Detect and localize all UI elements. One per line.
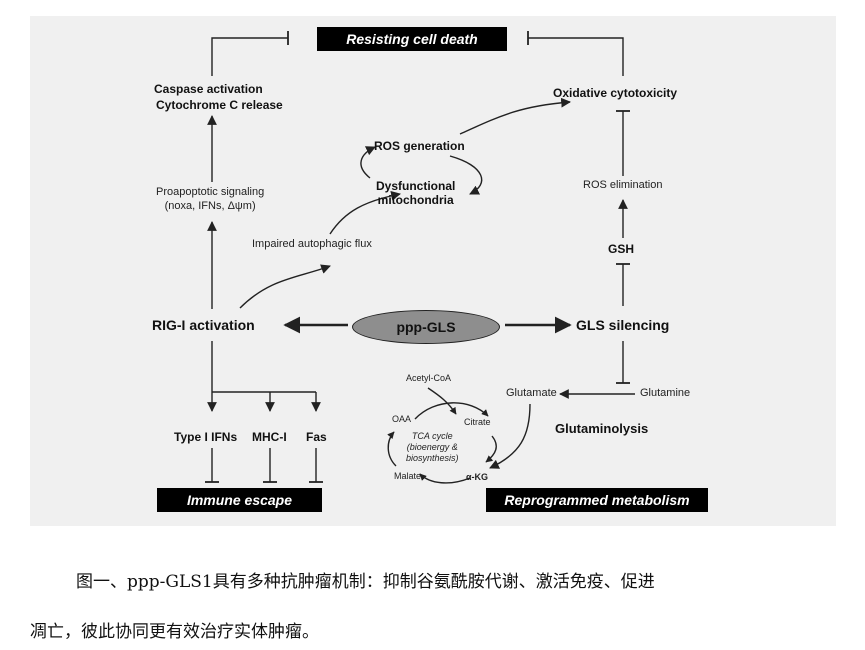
malate-to-oaa-arrow: [387, 431, 397, 467]
glutamate-to-akg-arrow: [489, 403, 531, 469]
alpha-kg-label: α-KG: [466, 472, 489, 482]
oxidative-cytotoxicity-label: Oxidative cytotoxicity: [553, 86, 678, 100]
connector-lines: [205, 31, 635, 484]
tca-cycle-label: TCA cycle (bioenergy & biosynthesis): [406, 431, 459, 463]
akg-to-malate-arrow: [419, 473, 471, 484]
ros-to-oxidative-arrow: [459, 97, 571, 135]
dys-to-ros-arrow: [360, 146, 376, 179]
type-i-ifns-label: Type I IFNs: [174, 430, 238, 444]
figure-caption-line-2: 凋亡，彼此协同更有效治疗实体肿瘤。: [30, 622, 319, 642]
oxidative-inhibit-line: [528, 37, 624, 76]
citrate-label: Citrate: [464, 417, 491, 427]
immune-escape-box: Immune escape: [157, 488, 322, 512]
rig-i-activation-label: RIG-I activation: [152, 317, 255, 333]
proapoptotic-signaling-label: Proapoptotic signaling (noxa, IFNs, Δψm): [156, 186, 265, 212]
acetyl-to-cycle-arrow: [427, 387, 457, 415]
ros-generation-label: ROS generation: [374, 139, 465, 153]
rigi-to-autophagic-arrow: [239, 264, 331, 309]
gls-silencing-label: GLS silencing: [576, 317, 670, 333]
diagram-figure: Resisting cell death Caspase activation …: [30, 16, 836, 526]
caspase-activation-label: Caspase activation: [154, 82, 263, 96]
oaa-to-citrate-arrow: [414, 402, 489, 420]
fas-label: Fas: [306, 430, 327, 444]
ros-to-dys-arrow: [449, 155, 483, 195]
autophagic-to-dysfunctional-arrow: [329, 190, 401, 235]
impaired-autophagic-flux-label: Impaired autophagic flux: [252, 238, 372, 250]
reprogrammed-metabolism-box: Reprogrammed metabolism: [486, 488, 708, 512]
figure-caption-line-1: 图一、ppp-GLS1具有多种抗肿瘤机制：抑制谷氨酰胺代谢、激活免疫、促进: [76, 572, 655, 592]
dysfunctional-mitochondria-label: Dysfunctional mitochondria: [376, 179, 456, 207]
oaa-label: OAA: [392, 414, 412, 424]
citrate-to-akg-arrow: [485, 435, 497, 463]
glutamate-label: Glutamate: [506, 387, 557, 399]
caspase-inhibit-line: [211, 37, 288, 76]
glutamine-label: Glutamine: [640, 387, 691, 399]
glutaminolysis-label: Glutaminolysis: [555, 421, 649, 436]
ros-elimination-label: ROS elimination: [583, 179, 663, 191]
mhc-i-label: MHC-I: [252, 430, 287, 444]
gsh-label: GSH: [608, 242, 635, 256]
cytochrome-release-label: Cytochrome C release: [156, 98, 283, 112]
malate-label: Malate: [394, 471, 422, 481]
resisting-cell-death-box: Resisting cell death: [317, 27, 507, 51]
ppp-gls-oval: ppp-GLS: [352, 310, 500, 344]
acetyl-coa-label: Acetyl-CoA: [406, 373, 452, 383]
